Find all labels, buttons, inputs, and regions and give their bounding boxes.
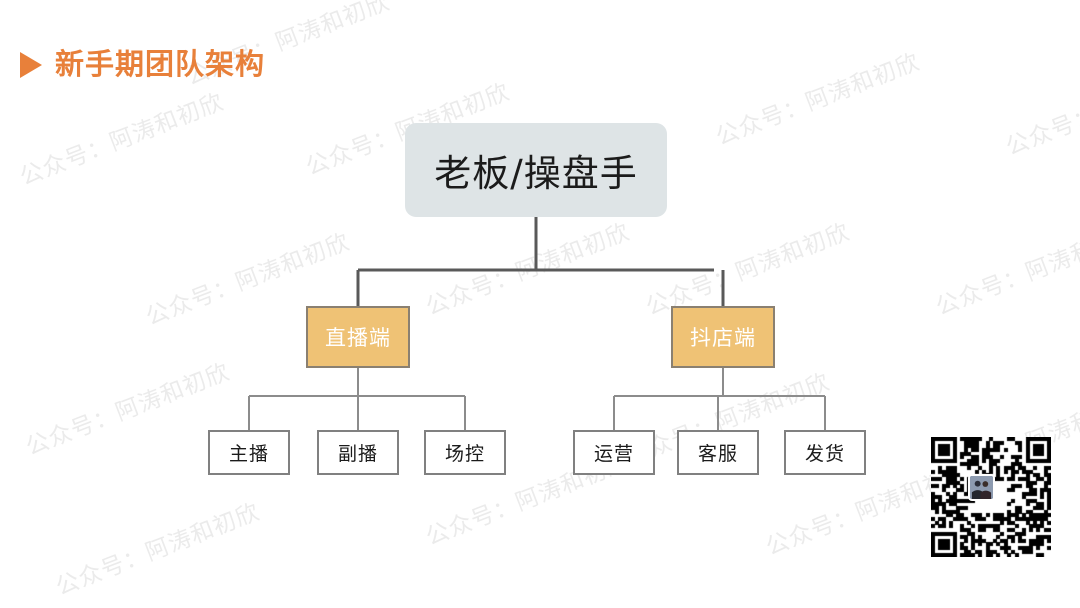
org-node-leaf[interactable]: 运营 (573, 430, 655, 475)
org-node-leaf[interactable]: 副播 (317, 430, 399, 475)
org-node-branch-live[interactable]: 直播端 (306, 306, 410, 368)
org-node-leaf[interactable]: 发货 (784, 430, 866, 475)
avatar-people-icon (970, 476, 993, 499)
qr-center-avatar (968, 474, 995, 501)
org-node-leaf[interactable]: 场控 (424, 430, 506, 475)
page-title-text: 新手期团队架构 (55, 47, 266, 81)
triangle-right-icon (20, 51, 42, 78)
org-node-branch-store[interactable]: 抖店端 (671, 306, 775, 368)
org-node-root[interactable]: 老板/操盘手 (405, 123, 667, 217)
org-node-leaf[interactable]: 主播 (208, 430, 290, 475)
page-title: 新手期团队架构 (20, 50, 265, 79)
org-node-leaf[interactable]: 客服 (677, 430, 759, 475)
